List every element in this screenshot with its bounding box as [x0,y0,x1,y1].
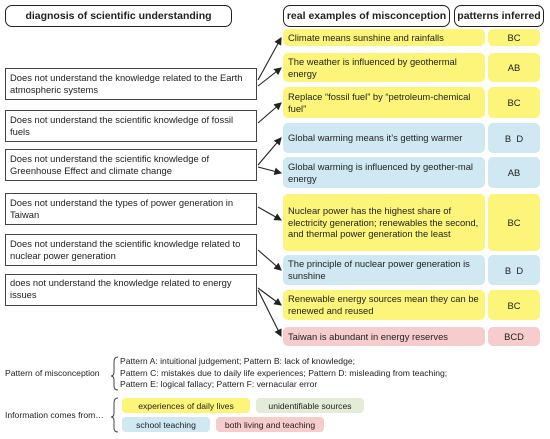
example-text: Global warming is influenced by geother-… [288,160,473,184]
example-text: Renewable energy sources mean they can b… [288,293,479,316]
arrow-greenhouse-warming [257,137,282,166]
example-text: Global warming means it’s getting warmer [288,132,463,144]
example-text: Replace “fossil fuel” by “petroleum-chem… [288,90,471,114]
pattern-text: BCD [504,331,524,342]
example-text: Climate means sunshine and rainfalls [288,31,444,43]
pattern-badge: B D [488,255,540,285]
pattern-legend-lines: Pattern A: intuitional judgement; Patter… [120,356,545,391]
pattern-legend-label: Pattern of misconception [5,368,100,378]
diagnosis-box-fossil-fuels: Does not understand the scientific knowl… [5,110,257,142]
example-climate: Climate means sunshine and rainfalls [283,29,485,46]
legend-daily-lives: experiences of daily lives [122,398,250,413]
pattern-text: BC [507,299,521,311]
source-legend-bracket [110,397,119,433]
header-examples: real examples of misconception [283,5,450,27]
legend-school-teaching: school teaching [122,417,210,432]
arrow-nuclear-principle [257,249,282,271]
legend-text: both living and teaching [224,419,316,430]
example-weather: The weather is influenced by geothermal … [283,53,485,82]
pattern-text: BC [507,32,521,43]
example-energy-reserves: Taiwan is abundant in energy reserves [283,327,485,346]
pattern-text: BC [507,217,521,228]
arrow-types-nuclear-share [257,206,282,221]
diagnosis-text: Does not understand the types of power g… [10,197,234,220]
example-text: Taiwan is abundant in energy reserves [288,330,448,342]
diagnosis-text: Does not understand the scientific knowl… [10,114,234,137]
header-patterns-label: patterns inferred [457,10,541,22]
arrow-atmosphere-climate [257,37,282,81]
pattern-legend-line: Pattern A: intuitional judgement; Patter… [120,356,356,366]
legend-text: unidentifiable sources [268,400,352,411]
pattern-badge: BC [488,87,540,118]
pattern-legend-bracket [110,356,119,391]
example-text: Nuclear power has the highest share of e… [288,205,479,240]
legend-both: both living and teaching [216,417,324,432]
example-text: The principle of nuclear power generatio… [288,258,470,281]
pattern-text: B D [504,132,524,144]
legend-text: school teaching [136,419,196,430]
diagnosis-box-energy-issues: does not understand the knowledge relate… [5,274,257,306]
arrow-fossil-replace [257,102,282,124]
example-global-warming: Global warming means it’s getting warmer [283,123,485,153]
header-diagnosis-label: diagnosis of scientific understanding [25,10,212,22]
pattern-badge: BC [488,29,540,46]
legend-text: experiences of daily lives [138,400,234,411]
legend-unidentifiable: unidentifiable sources [256,398,364,413]
example-nuclear-principle: The principle of nuclear power generatio… [283,255,485,285]
pattern-text: AB [507,62,521,73]
diagnosis-text: Does not understand the knowledge relate… [10,72,243,95]
arrow-energy-renewable [257,287,282,306]
source-legend-label: Information comes from… [5,410,104,420]
header-patterns: patterns inferred [454,5,544,27]
pattern-badge: BCD [488,327,540,346]
arrow-greenhouse-geothermal [257,166,283,176]
diagnosis-text: Does not understand the scientific knowl… [10,153,210,176]
diagnosis-text: Does not understand the scientific knowl… [10,238,241,261]
example-fossil-fuel: Replace “fossil fuel” by “petroleum-chem… [283,87,485,118]
pattern-badge: B D [488,123,540,153]
header-examples-label: real examples of misconception [286,10,447,22]
diagnosis-box-atmosphere: Does not understand the knowledge relate… [5,68,257,100]
arrow-atmosphere-weather [257,67,282,87]
example-text: The weather is influenced by geothermal … [288,55,457,79]
diagnosis-box-power-types: Does not understand the types of power g… [5,193,257,225]
pattern-badge: BC [488,290,540,320]
diagnosis-text: does not understand the knowledge relate… [10,277,232,300]
example-renewable: Renewable energy sources mean they can b… [283,290,485,320]
example-nuclear-share: Nuclear power has the highest share of e… [283,194,485,251]
pattern-text: AB [507,167,521,178]
pattern-badge: AB [488,157,540,188]
diagnosis-box-greenhouse: Does not understand the scientific knowl… [5,149,257,181]
pattern-badge: BC [488,194,540,251]
pattern-badge: AB [488,53,540,82]
example-geothermal: Global warming is influenced by geother-… [283,157,485,188]
pattern-legend-line: Pattern E: logical fallacy; Pattern F: v… [120,379,318,389]
pattern-text: BC [507,97,521,108]
arrow-energy-reserves [257,289,282,337]
pattern-legend-line: Pattern C: mistakes due to daily life ex… [120,367,448,378]
diagnosis-box-nuclear: Does not understand the scientific knowl… [5,234,257,266]
pattern-text: B D [504,264,524,276]
header-diagnosis: diagnosis of scientific understanding [5,5,232,27]
